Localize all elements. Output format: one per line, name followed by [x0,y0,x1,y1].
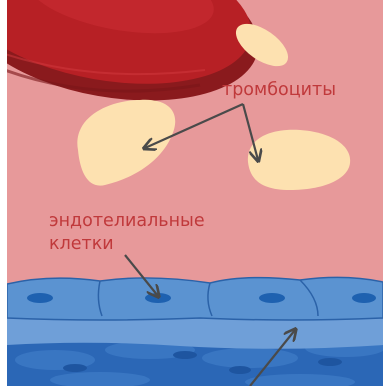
platelets-label-text: тромбоциты [222,80,336,100]
endothelial-cells-label: эндотелиальные клетки [49,210,205,256]
platelets-label: тромбоциты [222,79,336,102]
endothelial-layer [7,277,383,320]
endothelial-label-line2: клетки [49,233,205,256]
endothelial-label-line1: эндотелиальные [49,210,205,233]
